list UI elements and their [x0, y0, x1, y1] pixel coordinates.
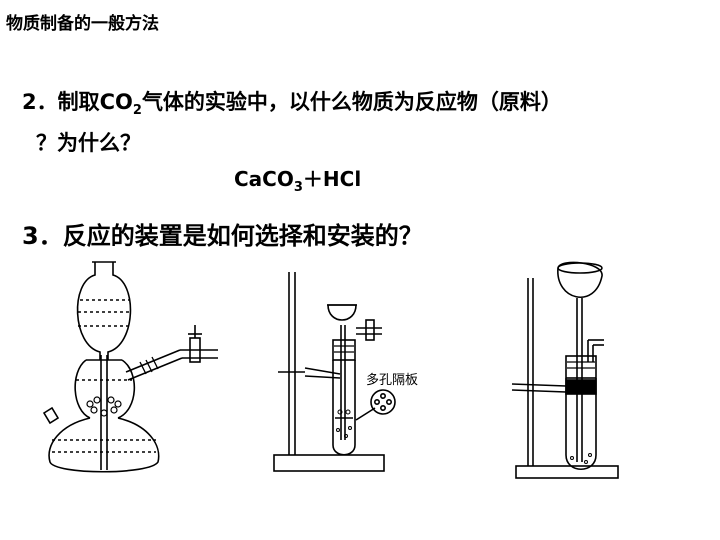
question-3: 3．反应的装置是如何选择和安装的？ [22, 222, 423, 250]
reactant-formula: CaCO3＋HCl [234, 163, 361, 195]
formula-subscript: 3 [293, 180, 303, 195]
question-2-subscript: 2 [132, 103, 142, 119]
page-title: 物质制备的一般方法 [6, 14, 159, 34]
kipp-apparatus [42, 261, 218, 473]
formula-post: ＋HCl [302, 167, 362, 191]
porous-plate-label: 多孔隔板 [366, 372, 418, 388]
question-2-prefix: 2．制取CO [22, 90, 133, 114]
formula-pre: CaCO [234, 167, 294, 191]
question-2-line2: ？为什么？ [36, 131, 141, 156]
test-tube-apparatus [273, 272, 396, 472]
long-funnel-apparatus [511, 261, 619, 479]
question-2: 2．制取CO2气体的实验中，以什么物质为反应物（原料） ？为什么？ [22, 86, 712, 159]
question-2-suffix: 气体的实验中，以什么物质为反应物（原料） [141, 90, 562, 114]
question-2-line1: 2．制取CO2气体的实验中，以什么物质为反应物（原料） [22, 86, 712, 127]
